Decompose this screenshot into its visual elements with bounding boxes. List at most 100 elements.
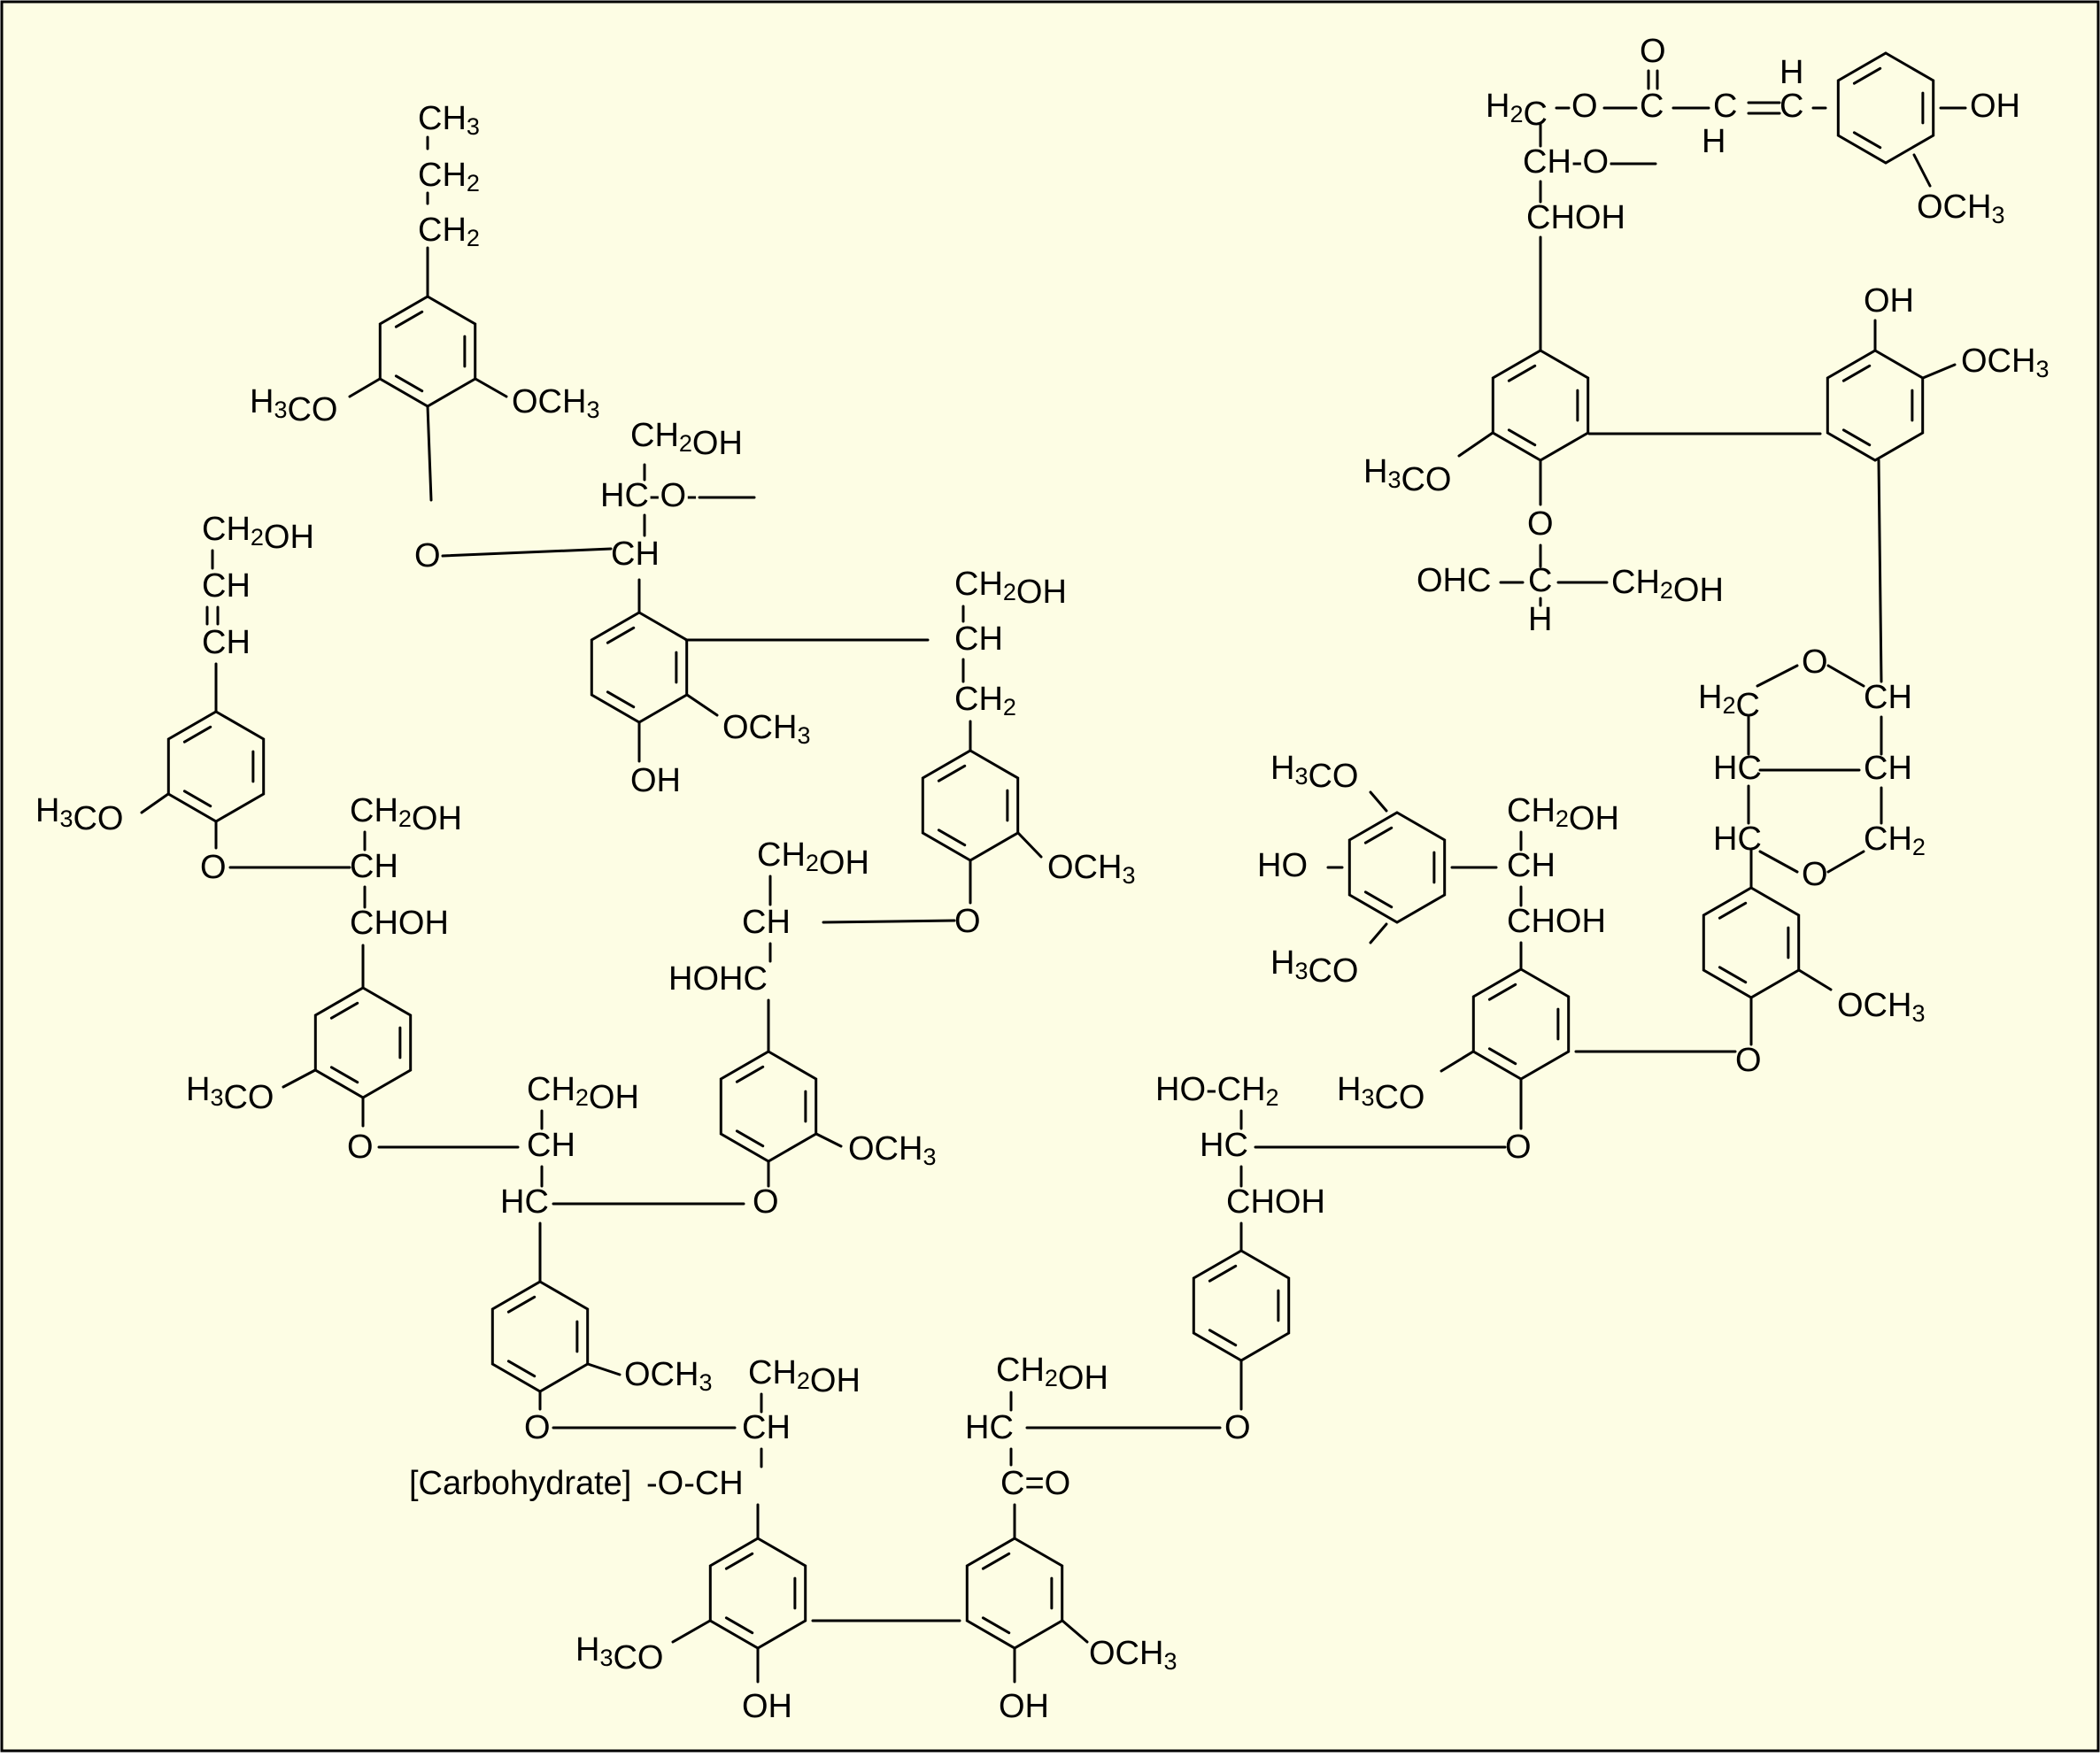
ring-double-bond bbox=[1852, 66, 1882, 85]
bond-line-77 bbox=[1826, 664, 1865, 688]
bond-line-72 bbox=[1369, 922, 1388, 944]
atom-label-n_o_top: O bbox=[1640, 33, 1666, 70]
bond-line-64 bbox=[1440, 1050, 1475, 1073]
atom-label-n_co_9: C=O bbox=[1000, 1465, 1070, 1502]
atom-label-n_h3co_12: H3CO bbox=[1337, 1071, 1424, 1116]
atom-label-n_och3_16: OCH3 bbox=[1961, 343, 2049, 382]
atom-label-n_c_19: C bbox=[1713, 88, 1737, 125]
atom-label-n_och3_14: OCH3 bbox=[1837, 987, 1925, 1027]
atom-label-n_choh_13: CHOH bbox=[1507, 903, 1606, 940]
atom-label-n_ch_2: CH bbox=[954, 620, 1003, 658]
atom-label-n_ch2oh_9: CH2OH bbox=[996, 1352, 1108, 1397]
atom-label-n_o_18: O bbox=[1571, 88, 1598, 125]
ring-double-bond bbox=[606, 690, 636, 709]
atom-label-n_ch_1: CH bbox=[611, 536, 660, 573]
ring-double-bond bbox=[394, 310, 424, 328]
atom-label-n_o_3: O bbox=[200, 849, 227, 886]
atom-label-n_o_15a: O bbox=[1802, 643, 1828, 681]
ring-double-bond bbox=[735, 1065, 765, 1083]
bond-line-30 bbox=[282, 1068, 317, 1089]
atom-label-n_ch2oh_1: CH2OH bbox=[630, 417, 743, 462]
atom-label-n_h3co_1: H3CO bbox=[250, 383, 337, 428]
atom-label-n_ch2_15: CH2 bbox=[1864, 821, 1926, 860]
bond-line-109 bbox=[1912, 153, 1932, 188]
atom-label-n_h3co_9: H3CO bbox=[575, 1631, 663, 1676]
atom-label-n_o_carb: -O-CH bbox=[646, 1465, 744, 1502]
atom-label-n_ch2_a: CH2 bbox=[418, 157, 480, 197]
atom-label-n_hc_o_1: HC-O- bbox=[600, 477, 698, 514]
bond-line-18 bbox=[1016, 831, 1043, 859]
bond-line-24 bbox=[140, 792, 170, 814]
ring-double-bond bbox=[606, 626, 636, 644]
bond-line-5 bbox=[474, 377, 508, 398]
atom-label-n_oh_9: OH bbox=[742, 1688, 792, 1725]
ring-double-bond bbox=[1208, 1264, 1238, 1283]
atom-label-n_ch2oh_2: CH2OH bbox=[954, 566, 1067, 611]
bond-line-70 bbox=[1369, 790, 1388, 813]
atom-label-n_o_12: O bbox=[1735, 1042, 1762, 1079]
ring-outline bbox=[1347, 811, 1447, 924]
ring-double-bond bbox=[1487, 983, 1517, 1001]
atom-label-n_ch_8: CH bbox=[742, 1409, 791, 1446]
atom-label-n_ch_13: CH bbox=[1507, 847, 1556, 884]
bond-line-6 bbox=[426, 405, 433, 502]
bond-line-86 bbox=[1877, 459, 1883, 683]
bond-line-83 bbox=[1758, 850, 1799, 874]
atom-label-n_ch_4: CH bbox=[350, 848, 398, 885]
atom-label-n_ch_7: CH bbox=[527, 1127, 575, 1164]
atom-label-n_h2c_15: H2C bbox=[1698, 679, 1760, 724]
atom-label-n_o_4: O bbox=[347, 1129, 374, 1166]
atom-label-n_o_9: O bbox=[1224, 1409, 1251, 1446]
ring-double-bond bbox=[1487, 1047, 1517, 1066]
atom-label-n_ch_6: CH bbox=[742, 904, 791, 941]
atom-label-n_ch3_top: CH3 bbox=[418, 100, 480, 140]
atom-label-n_ch2oh_6: CH2OH bbox=[757, 836, 869, 882]
atom-label-n_oh_19: OH bbox=[1970, 88, 2020, 125]
ring-double-bond bbox=[724, 1552, 754, 1570]
bond-line-88 bbox=[1921, 363, 1957, 380]
ring-double-bond bbox=[937, 764, 967, 782]
atom-label-n_ch_3: CH bbox=[202, 567, 251, 605]
bond-line-53 bbox=[1061, 1619, 1089, 1644]
atom-label-n_c_19b: C bbox=[1780, 88, 1803, 125]
ring-double-bond bbox=[1208, 1329, 1238, 1347]
ring-double-bond bbox=[937, 828, 967, 847]
bond-line-7 bbox=[441, 547, 613, 558]
ring-double-bond bbox=[724, 1616, 754, 1635]
atom-label-n_c_17: C bbox=[1528, 562, 1552, 599]
atom-label-n_hohc_6: HOHC bbox=[668, 960, 768, 998]
ring-double-bond bbox=[394, 374, 424, 393]
atom-label-n_och3_2: OCH3 bbox=[722, 709, 810, 749]
atom-label-n_ch_15a: CH bbox=[1864, 679, 1912, 716]
atom-label-n_ch2_b: CH2 bbox=[418, 212, 480, 251]
ring-double-bond bbox=[1718, 901, 1748, 920]
bond-line-76 bbox=[1756, 664, 1799, 688]
atom-label-n_ch2oh_17: CH2OH bbox=[1611, 564, 1724, 609]
ring-double-bond bbox=[506, 1295, 537, 1314]
bond-line-49 bbox=[671, 1619, 712, 1644]
bond-line-74 bbox=[1797, 968, 1833, 991]
bond-line-37 bbox=[815, 1132, 843, 1148]
atom-label-n_ch_o_18: CH-O- bbox=[1523, 143, 1620, 181]
atom-label-n_carbohydrate: [Carbohydrate] bbox=[409, 1465, 631, 1502]
benzene-ring-16 bbox=[1836, 51, 1935, 165]
atom-label-n_hc_9: HC bbox=[965, 1409, 1014, 1446]
ring-double-bond bbox=[182, 725, 212, 744]
atom-label-n_h2c_18: H2C bbox=[1486, 88, 1548, 133]
atom-label-n_och3_1: OCH3 bbox=[512, 383, 599, 423]
ring-double-bond bbox=[1363, 890, 1394, 909]
benzene-ring-12 bbox=[1347, 811, 1447, 924]
atom-label-n_hc_7: HC bbox=[500, 1183, 549, 1221]
atom-label-n_o_5: O bbox=[954, 903, 981, 940]
bond-line-90 bbox=[1457, 431, 1494, 458]
atom-label-n_ch2_c: CH2 bbox=[954, 681, 1016, 721]
atom-label-n_hc_15b: HC bbox=[1713, 821, 1762, 858]
ring-double-bond bbox=[1841, 364, 1872, 382]
ring-double-bond bbox=[182, 790, 212, 808]
atom-label-n_choh_11: CHOH bbox=[1226, 1183, 1325, 1221]
atom-label-n_h3co_17: H3CO bbox=[1363, 453, 1451, 498]
atom-label-n_o_11: O bbox=[1505, 1129, 1532, 1166]
